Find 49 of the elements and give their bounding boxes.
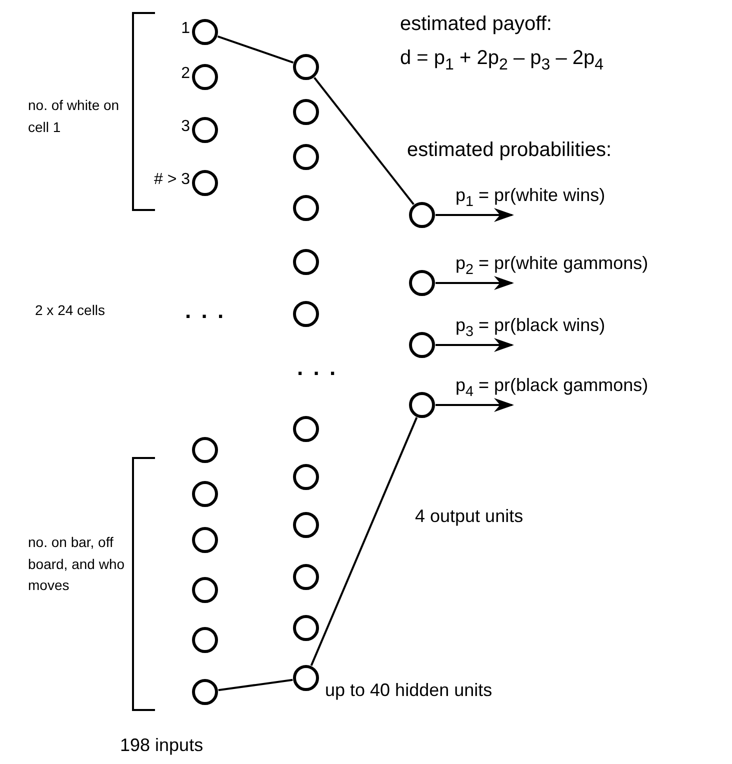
neuron-circle — [192, 627, 218, 653]
neuron-circle — [293, 564, 319, 590]
neuron-circle — [293, 464, 319, 490]
neuron-circle — [293, 416, 319, 442]
neuron-circle — [192, 577, 218, 603]
neuron-circle — [293, 249, 319, 275]
neuron-circle — [293, 301, 319, 327]
output-label: p$_{2}$ = pr(white gammons) — [456, 253, 648, 275]
connector-line — [218, 678, 293, 692]
heading: estimated probabilities: — [407, 138, 612, 162]
neuron-circle — [409, 202, 435, 228]
side-note: no. of white on cell 1 — [28, 96, 120, 137]
neuron-circle — [192, 679, 218, 705]
neuron-circle — [409, 270, 435, 296]
output-label: p$_{1}$ = pr(white wins) — [456, 185, 606, 207]
neuron-circle — [293, 144, 319, 170]
neuron-circle — [192, 527, 218, 553]
connector-line — [314, 77, 414, 205]
side-note: 2 x 24 cells — [35, 301, 106, 320]
neuron-circle — [409, 332, 435, 358]
neuron-circle — [293, 99, 319, 125]
arrow — [436, 398, 514, 412]
heading: estimated payoff: — [400, 12, 552, 36]
arrow — [436, 276, 514, 290]
ellipsis: . . . — [185, 298, 226, 324]
side-note: no. on bar, off board, and who moves — [28, 533, 126, 596]
arrow — [436, 338, 514, 352]
output-label: p$_{4}$ = pr(black gammons) — [456, 375, 648, 397]
input-index: # > 3 — [154, 171, 190, 189]
caption: 198 inputs — [120, 735, 204, 757]
connector-line — [310, 417, 418, 666]
connector-line — [217, 35, 294, 64]
input-index: 3 — [181, 118, 190, 136]
neuron-circle — [293, 54, 319, 80]
arrow — [436, 208, 514, 222]
input-index: 1 — [181, 20, 190, 38]
neuron-circle — [192, 481, 218, 507]
neuron-circle — [409, 392, 435, 418]
ellipsis: . . . — [297, 355, 338, 382]
neuron-circle — [293, 615, 319, 641]
caption: 4 output units — [415, 506, 524, 528]
output-label: p$_{3}$ = pr(black wins) — [456, 315, 606, 337]
input-index: 2 — [181, 65, 190, 83]
neuron-circle — [192, 437, 218, 463]
neuron-circle — [293, 195, 319, 221]
neuron-circle — [293, 512, 319, 538]
formula: d = p$_{1}$ + 2p$_{2}$ – p$_{3}$ – 2p$_{4}$ — [400, 46, 604, 70]
caption: up to 40 hidden units — [325, 680, 492, 702]
neuron-circle — [293, 665, 319, 691]
